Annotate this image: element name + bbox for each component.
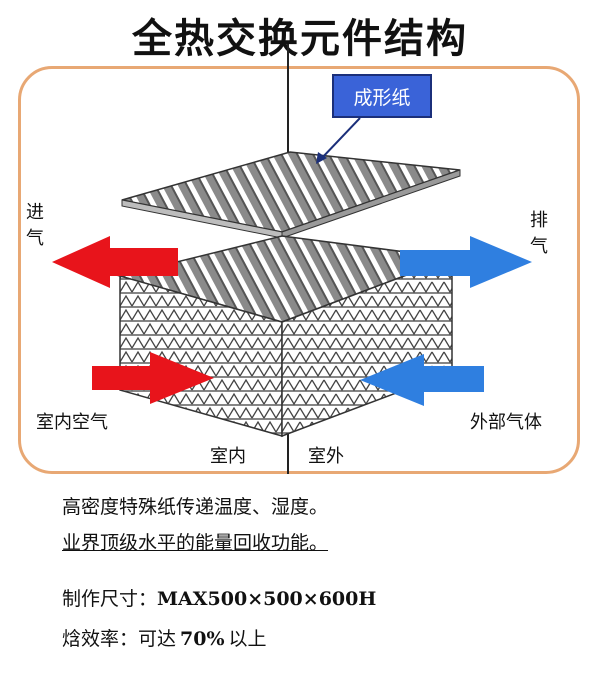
size-spec-value: MAX500×500×600H xyxy=(157,588,377,610)
size-spec: 制作尺寸：MAX500×500×600H xyxy=(62,584,376,611)
intake-arrow xyxy=(52,236,178,288)
top-divider-line xyxy=(287,44,289,164)
exhaust-label: 排气 xyxy=(530,210,548,257)
description-line-1: 高密度特殊纸传递温度、湿度。 xyxy=(62,496,329,518)
outdoor-air-label: 外部气体 xyxy=(470,412,542,433)
size-spec-label: 制作尺寸： xyxy=(62,588,158,610)
indoor-air-label: 室内空气 xyxy=(36,412,108,433)
efficiency-suffix: 以上 xyxy=(228,628,267,650)
description-line-2: 业界顶级水平的能量回收功能。 xyxy=(62,532,329,554)
outdoor-label: 室外 xyxy=(308,446,344,467)
formed-paper-callout: 成形纸 xyxy=(332,74,432,118)
callout-pointer xyxy=(316,117,361,164)
intake-label: 进气 xyxy=(26,202,44,249)
formed-paper-sheet xyxy=(121,151,461,239)
efficiency-value: 70% xyxy=(180,628,225,650)
page-title: 全热交换元件结构 xyxy=(132,15,468,62)
diagram-frame xyxy=(18,66,580,474)
outdoor-air-arrow xyxy=(360,354,484,406)
indoor-air-arrow xyxy=(92,352,214,404)
efficiency-label: 焓效率：可达 xyxy=(62,628,177,650)
bottom-divider-line xyxy=(287,400,289,474)
exhaust-arrow xyxy=(400,236,532,288)
indoor-label: 室内 xyxy=(210,446,246,467)
